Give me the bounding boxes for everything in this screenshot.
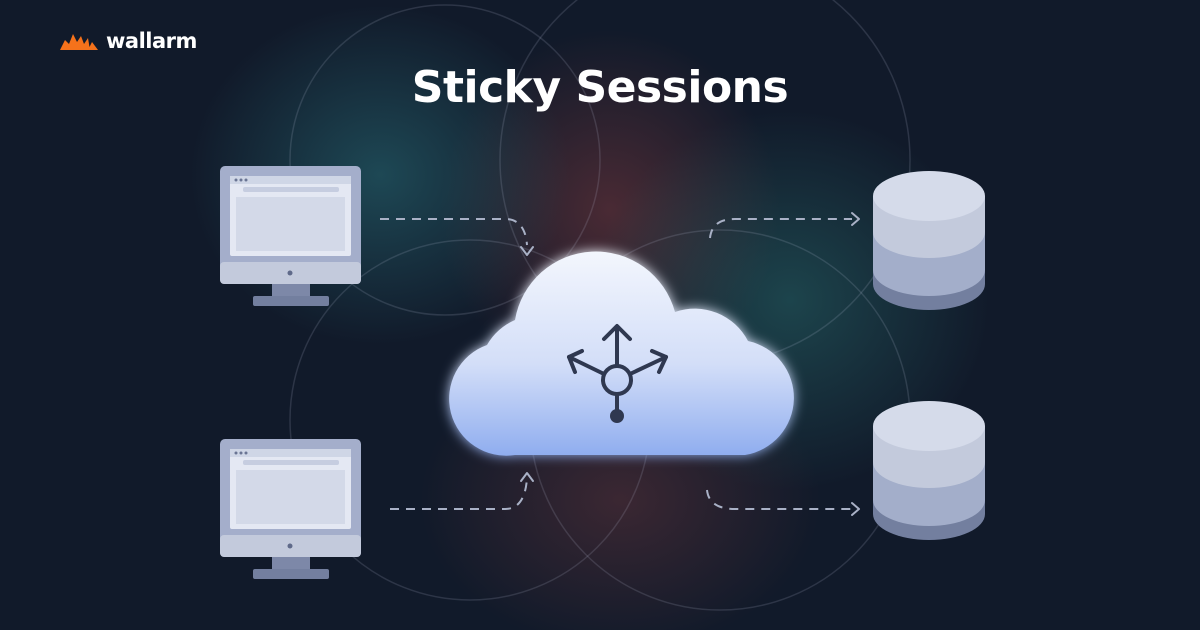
connectors <box>380 218 852 510</box>
arrowhead-right <box>851 212 860 226</box>
arrowheads <box>520 212 860 516</box>
desktop-monitor-icon <box>220 439 361 579</box>
brand-logo[interactable]: wallarm <box>60 28 197 54</box>
routing-arrows-icon <box>567 324 668 414</box>
load-balancer-cloud <box>449 251 794 456</box>
brand-name: wallarm <box>106 29 197 53</box>
page-title: Sticky Sessions <box>411 62 789 113</box>
cloud-routing-icon <box>449 251 794 456</box>
background-circle <box>289 4 601 316</box>
arrowhead-up <box>520 472 534 482</box>
database-icon <box>873 171 985 310</box>
desktop-monitor-icon <box>220 166 361 306</box>
connector-cloud-to-server2 <box>706 489 852 510</box>
arrowhead-down <box>520 246 534 256</box>
database-icon <box>873 401 985 540</box>
connector-client2-to-cloud <box>390 477 528 510</box>
connector-cloud-to-server1 <box>709 218 852 239</box>
wallarm-flame-logo-icon <box>60 34 98 50</box>
client-monitor-2 <box>220 439 361 579</box>
server-database-2 <box>873 401 985 540</box>
client-monitor-1 <box>220 166 361 306</box>
routing-origin-dot <box>610 409 624 423</box>
server-database-1 <box>873 171 985 310</box>
arrowhead-right <box>851 502 860 516</box>
